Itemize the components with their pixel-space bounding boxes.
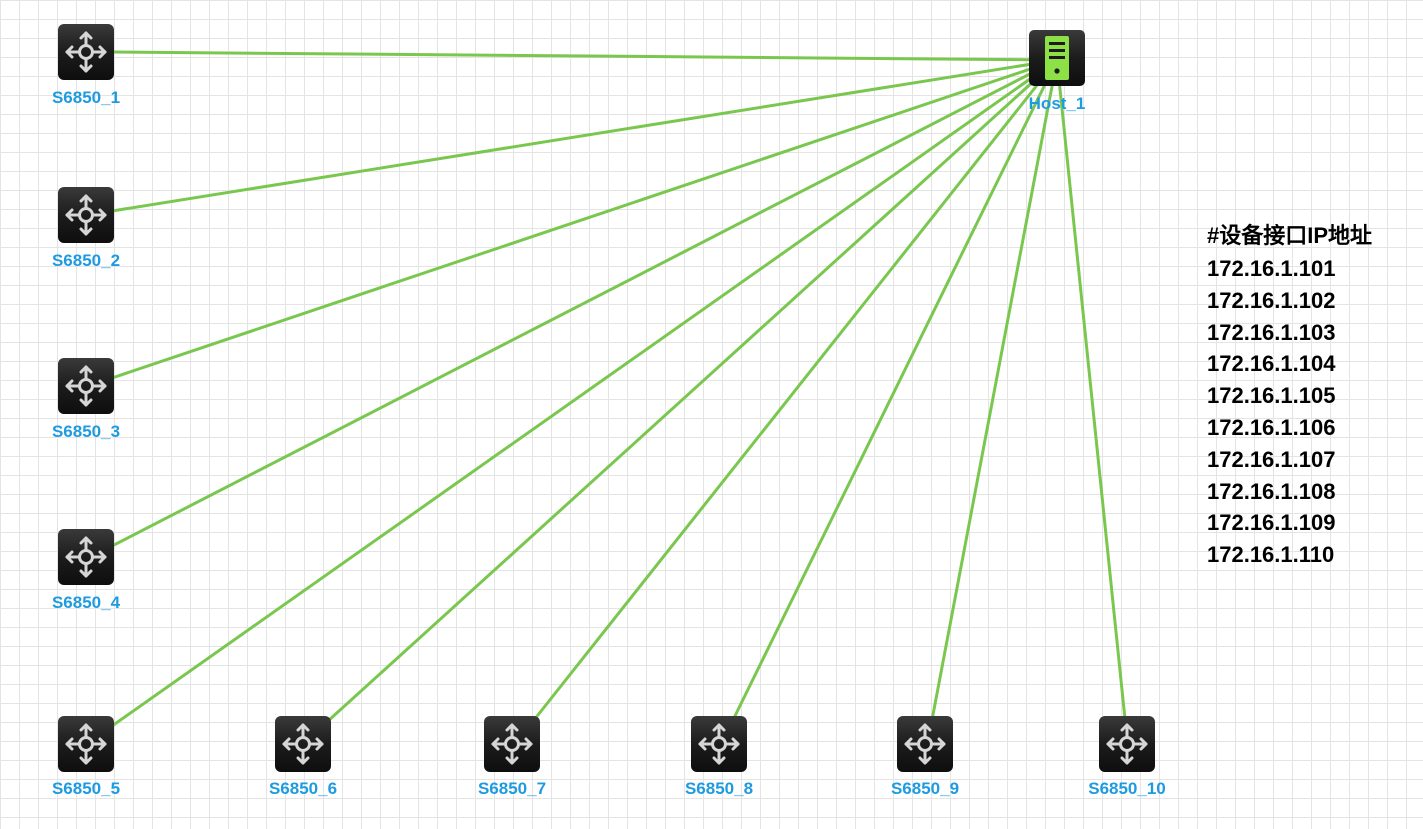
switch-label-2: S6850_2 (51, 251, 121, 270)
switch-label-5: S6850_5 (51, 779, 121, 798)
switch-label-8: S6850_8 (684, 779, 754, 798)
switch-label-7: S6850_7 (477, 779, 547, 798)
switch-label-9: S6850_9 (890, 779, 960, 798)
ip-panel-title: #设备接口IP地址 (1207, 223, 1373, 248)
switch-icon[interactable] (484, 716, 540, 772)
link-host-to-switch-2[interactable] (110, 58, 1059, 213)
ip-address-10: 172.16.1.110 (1207, 542, 1335, 568)
ip-address-1: 172.16.1.101 (1207, 256, 1336, 281)
switch-icon[interactable] (275, 716, 331, 772)
link-host-to-switch-4[interactable] (110, 58, 1059, 548)
link-host-to-switch-5[interactable] (110, 58, 1059, 728)
switch-icon[interactable] (897, 716, 953, 772)
link-host-to-switch-1[interactable] (110, 50, 1059, 62)
ip-address-9: 172.16.1.109 (1207, 510, 1336, 536)
switch-icon[interactable] (58, 358, 114, 414)
nodes-group (58, 24, 1155, 772)
ip-address-7: 172.16.1.107 (1207, 446, 1336, 472)
switch-label-10: S6850_10 (1088, 779, 1166, 798)
ip-address-4: 172.16.1.104 (1207, 351, 1336, 377)
switch-icon[interactable] (691, 716, 747, 772)
switch-label-3: S6850_3 (51, 422, 121, 441)
switch-icon[interactable] (58, 24, 114, 80)
link-host-to-switch-9[interactable] (930, 58, 1059, 722)
ip-address-3: 172.16.1.103 (1207, 319, 1336, 345)
switch-label-1: S6850_1 (51, 88, 121, 107)
server-icon[interactable] (1029, 30, 1085, 86)
switch-label-4: S6850_4 (51, 593, 121, 612)
link-host-to-switch-8[interactable] (731, 58, 1059, 722)
ip-address-8: 172.16.1.108 (1207, 478, 1336, 504)
link-host-to-switch-6[interactable] (326, 58, 1059, 723)
ip-address-5: 172.16.1.105 (1207, 383, 1336, 409)
switch-icon[interactable] (58, 529, 114, 585)
switch-icon[interactable] (58, 187, 114, 243)
link-host-to-switch-3[interactable] (110, 58, 1059, 380)
link-host-to-switch-10[interactable] (1055, 58, 1127, 721)
ip-address-panel: #设备接口IP地址 172.16.1.101 172.16.1.102 172.… (1207, 219, 1372, 571)
links-group (110, 50, 1127, 728)
switch-icon[interactable] (1099, 716, 1155, 772)
switch-label-6: S6850_6 (268, 779, 338, 798)
ip-address-2: 172.16.1.102 (1207, 287, 1336, 313)
switch-icon[interactable] (58, 716, 114, 772)
link-host-to-switch-7[interactable] (532, 58, 1059, 722)
ip-address-6: 172.16.1.106 (1207, 414, 1336, 440)
host-label: Host_1 (1028, 94, 1086, 113)
